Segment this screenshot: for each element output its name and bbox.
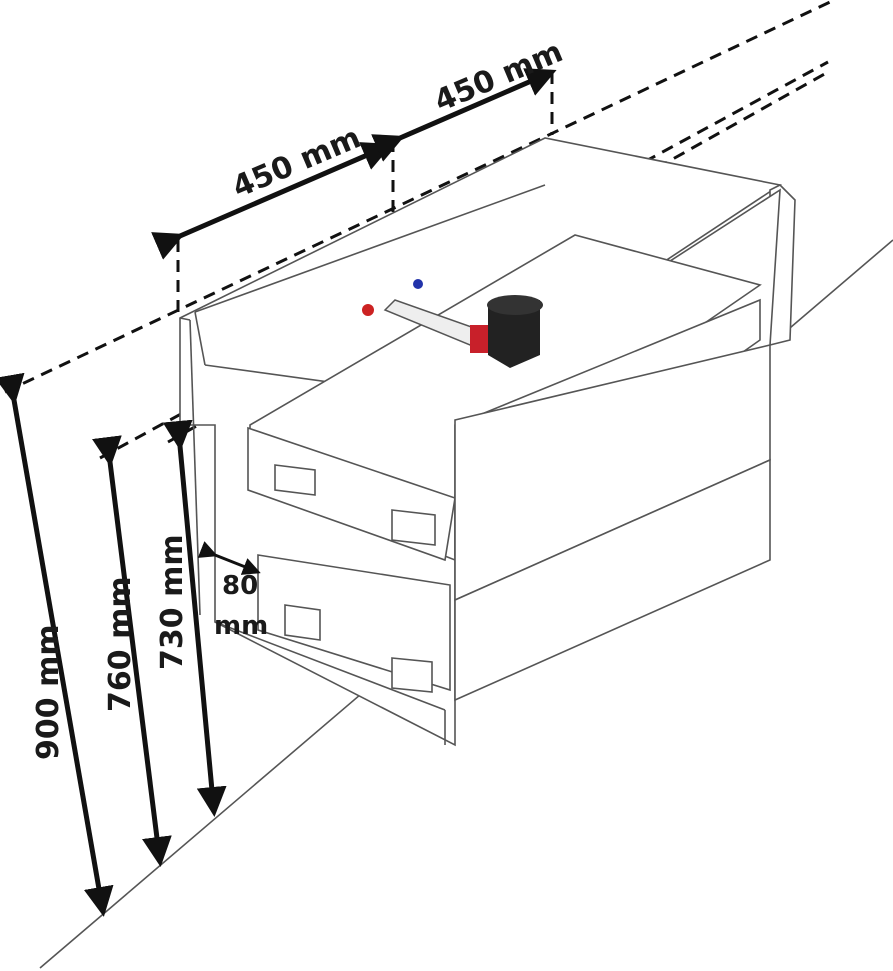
height-760-arrow: [92, 435, 172, 867]
height-900-label: 900 mm: [31, 624, 66, 760]
cold-water-connection: [413, 279, 423, 289]
hot-water-connection: [362, 304, 374, 316]
drawer-runner-bracket: [274, 464, 316, 496]
siphon-ring: [470, 325, 490, 353]
drawer-runner-bracket: [284, 604, 321, 641]
inset-arrow: [197, 541, 261, 575]
upper-drawer: [247, 234, 771, 602]
width-right-arrow: [371, 68, 557, 162]
inset-unit-label: mm: [214, 611, 268, 641]
height-900-arrow: [0, 372, 114, 917]
upper-pipe-dashed-line: [99, 60, 829, 460]
inset-value-label: 80: [222, 571, 258, 601]
height-730-arrow: [162, 419, 227, 817]
lower-drawer: [214, 458, 771, 745]
siphon-body: [488, 300, 540, 368]
top-height-dashed-line: [4, 0, 831, 394]
plumbing: [362, 279, 543, 368]
drawer-runner-bracket: [391, 509, 436, 546]
height-760-label: 760 mm: [103, 576, 138, 712]
width-left-arrow: [151, 142, 393, 260]
height-730-label: 730 mm: [155, 534, 190, 670]
drawer-runner-bracket: [391, 657, 433, 693]
